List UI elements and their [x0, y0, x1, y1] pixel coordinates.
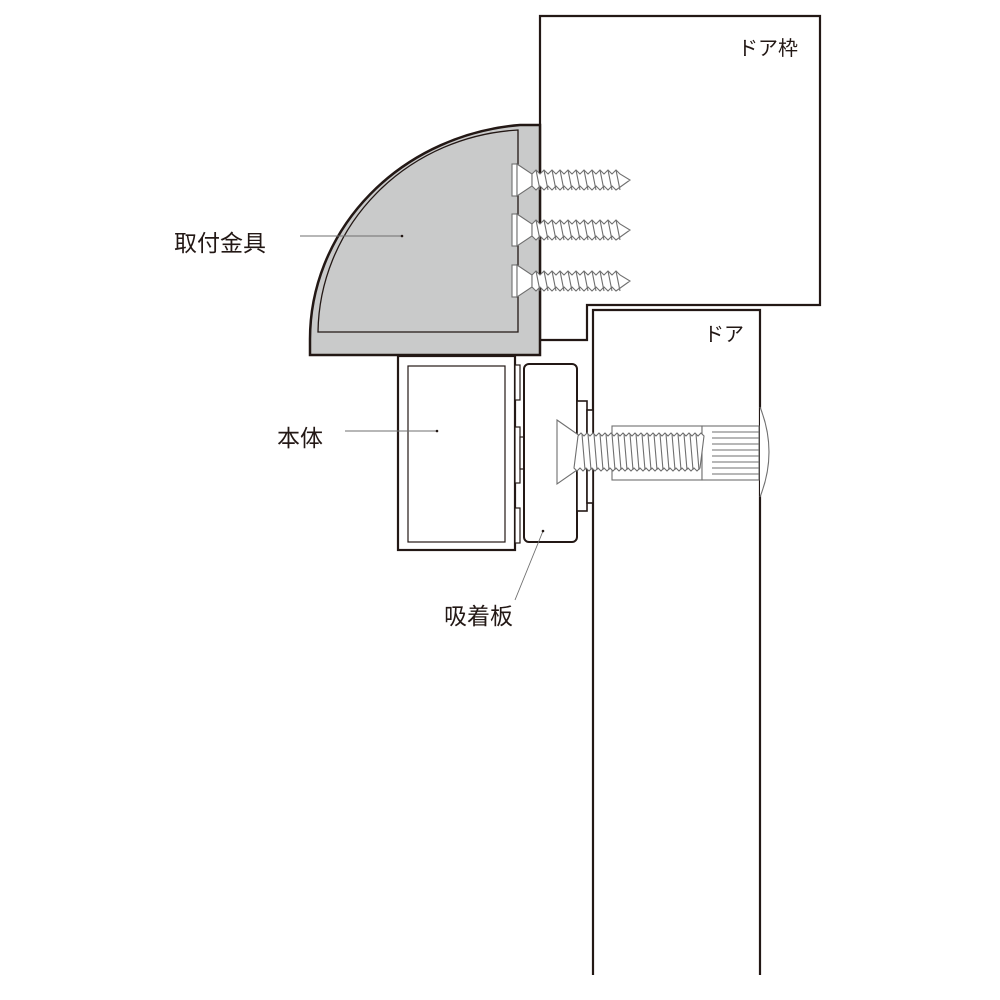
door — [591, 308, 762, 975]
wood-screw — [511, 263, 632, 299]
label-door: ドア — [704, 322, 744, 346]
label-door-frame: ドア枠 — [738, 36, 798, 60]
mounting-bolt — [573, 406, 770, 498]
label-body: 本体 — [277, 426, 323, 452]
label-strike-plate: 吸着板 — [444, 604, 513, 630]
wood-screw — [511, 162, 632, 198]
magnet-body — [396, 354, 525, 552]
mounting-bracket — [308, 123, 542, 357]
label-mounting-bracket: 取付金具 — [174, 231, 266, 257]
leader-strike-plate — [514, 530, 544, 601]
wood-screw — [511, 212, 632, 248]
